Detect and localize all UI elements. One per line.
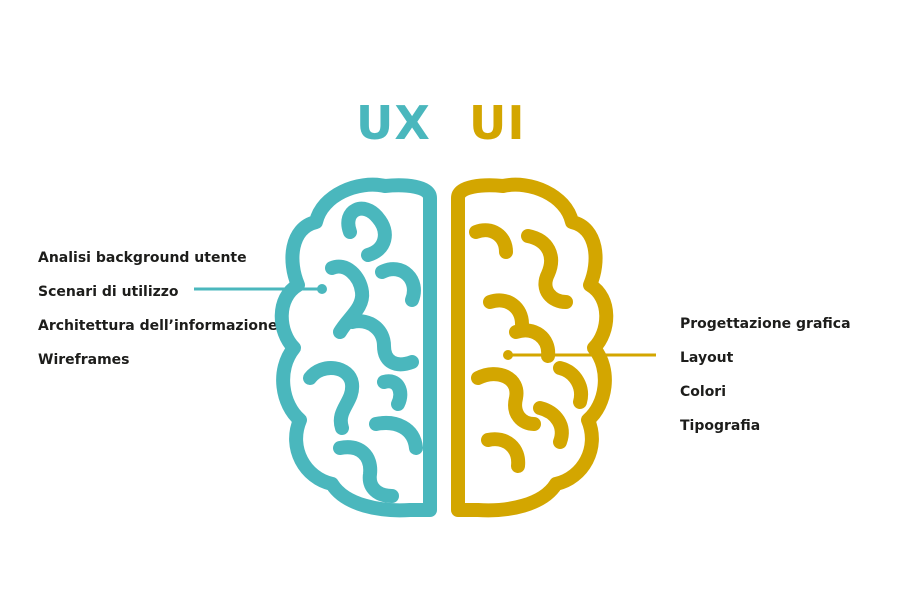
brain-left-outline xyxy=(274,177,437,518)
ux-item-scenari: Scenari di utilizzo xyxy=(38,284,179,300)
ux-list: Analisi background utente Scenari di uti… xyxy=(38,250,277,386)
ux-connector-dot xyxy=(317,284,327,294)
brain-right-fold-3 xyxy=(483,293,529,331)
ux-item-architettura: Architettura dell’informazione xyxy=(38,318,278,334)
brain-right-fold-4 xyxy=(509,323,556,363)
brain-left-fold-7 xyxy=(369,416,423,455)
brain-left-fold-4 xyxy=(345,314,419,372)
brain-left-fold-8 xyxy=(333,440,399,503)
ui-connector-dot xyxy=(503,350,513,360)
ui-title: UI xyxy=(469,96,526,150)
brain-left-fold-1 xyxy=(341,201,392,262)
brain-left-fold-5 xyxy=(303,361,360,435)
ui-item-progettazione: Progettazione grafica xyxy=(680,316,851,332)
ui-item-tipografia: Tipografia xyxy=(680,418,761,434)
brain-right-fold-7 xyxy=(481,432,526,473)
brain-right-fold-6 xyxy=(533,401,569,449)
brain-right-fold-5 xyxy=(471,367,541,431)
brain-right-fold-2 xyxy=(521,229,573,309)
ux-title: UX xyxy=(356,96,431,150)
ux-item-wireframes: Wireframes xyxy=(38,352,130,368)
brain-right-fold-8 xyxy=(553,361,588,409)
ui-connector xyxy=(503,350,656,360)
brain-right-outline xyxy=(451,177,614,518)
ui-list: Progettazione grafica Layout Colori Tipo… xyxy=(680,316,851,452)
ux-item-analisi: Analisi background utente xyxy=(38,250,247,266)
brain-left-icon xyxy=(274,177,437,518)
brain-right-fold-1 xyxy=(469,223,513,259)
brain-left-fold-3 xyxy=(375,262,421,307)
brain-right-icon xyxy=(451,177,614,518)
brain-left-fold-6 xyxy=(377,374,408,411)
ui-item-layout: Layout xyxy=(680,350,734,366)
ux-connector xyxy=(194,284,327,294)
ui-item-colori: Colori xyxy=(680,384,727,400)
